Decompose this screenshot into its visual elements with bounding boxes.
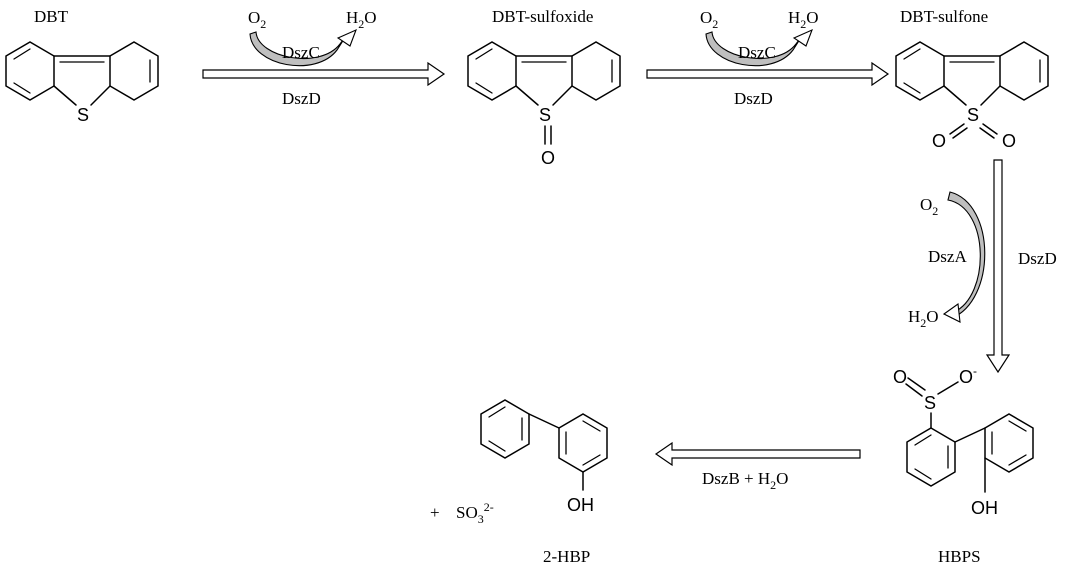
hbp-label: 2-HBP — [543, 547, 590, 566]
step4-enzyme: DszB + H2O — [702, 469, 788, 492]
step3-o2: O2 — [920, 195, 938, 218]
step1-h2o: H2O — [346, 8, 377, 31]
o2-consumption-curve-1 — [249, 31, 347, 67]
dbt-label: DBT — [34, 7, 69, 26]
step3-enzyme-mid: DszA — [928, 247, 967, 266]
o2-consumption-curve-2 — [705, 31, 803, 67]
reaction-step-3: O2 H2O DszA DszD — [908, 159, 1057, 374]
h2o-release-arrowhead-3 — [942, 303, 961, 323]
step1-enzyme-top: DszC — [282, 43, 320, 62]
dbt-sulfone-molecule: DBT-sulfone S O O — [895, 7, 1049, 151]
hbps-sulfur: S — [924, 393, 936, 413]
dbt-sulfur: S — [77, 105, 89, 125]
sulfoxide-label: DBT-sulfoxide — [492, 7, 593, 26]
hbps-oxygen-anion: O- — [959, 364, 977, 387]
sulfite-ion: SO32- — [456, 500, 494, 526]
reaction-arrow-1 — [202, 61, 446, 87]
reaction-step-4: DszB + H2O — [654, 441, 861, 492]
sulfoxide-oxygen: O — [541, 148, 555, 168]
step2-enzyme-bottom: DszD — [734, 89, 773, 108]
h2o-release-arrowhead-2 — [792, 28, 813, 47]
reaction-step-2: O2 H2O DszC DszD — [646, 8, 890, 108]
sulfone-oxygen-right: O — [1002, 131, 1016, 151]
reaction-arrow-2 — [646, 61, 890, 87]
step3-h2o: H2O — [908, 307, 939, 330]
step3-enzyme-side: DszD — [1018, 249, 1057, 268]
sulfone-sulfur: S — [967, 105, 979, 125]
hbps-molecule: O S O- OH HBPS — [893, 364, 1034, 566]
sulfite-plus: + — [430, 503, 440, 522]
step2-h2o: H2O — [788, 8, 819, 31]
hbps-label: HBPS — [938, 547, 981, 566]
hbps-hydroxyl: OH — [971, 498, 998, 518]
reaction-step-1: O2 H2O DszC DszD — [202, 8, 446, 108]
step2-o2: O2 — [700, 8, 718, 31]
sulfoxide-sulfur: S — [539, 105, 551, 125]
reaction-arrow-3 — [985, 159, 1011, 374]
hbp-molecule: OH + SO32- 2-HBP — [430, 399, 608, 566]
step1-enzyme-bottom: DszD — [282, 89, 321, 108]
step2-enzyme-top: DszC — [738, 43, 776, 62]
sulfone-label: DBT-sulfone — [900, 7, 988, 26]
hbp-hydroxyl: OH — [567, 495, 594, 515]
dbt-molecule: DBT S — [5, 7, 159, 125]
dbt-sulfoxide-molecule: DBT-sulfoxide S O — [467, 7, 621, 168]
h2o-release-arrowhead-1 — [336, 28, 357, 47]
sulfone-oxygen-left: O — [932, 131, 946, 151]
step1-o2: O2 — [248, 8, 266, 31]
hbps-oxygen-double: O — [893, 367, 907, 387]
reaction-arrow-4 — [654, 441, 861, 467]
